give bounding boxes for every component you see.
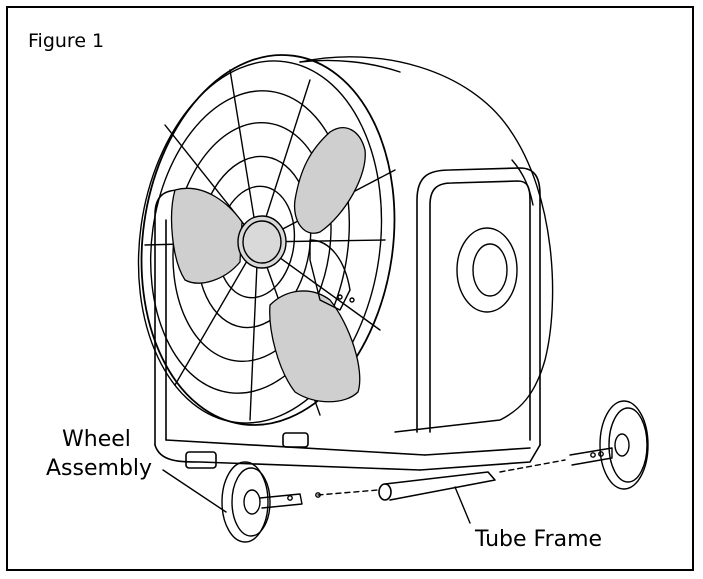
housing-drum <box>299 56 554 433</box>
fan-blades <box>170 127 366 403</box>
wheel-assembly-callout: Wheel Assembly <box>46 425 258 483</box>
wheel-label-line2: Assembly <box>46 456 153 481</box>
tube-frame <box>154 167 541 501</box>
tube-frame-callout: Tube Frame <box>475 527 603 552</box>
wheel-right <box>499 400 649 490</box>
figure-label: Figure 1 <box>28 30 105 52</box>
blade-left <box>170 187 243 284</box>
blade-lower <box>269 290 361 403</box>
wheel-leader <box>162 469 227 513</box>
blade-upper <box>293 127 366 234</box>
motor-cap <box>456 227 518 313</box>
wheel-left <box>221 461 379 543</box>
wheel-label-line1: Wheel <box>62 427 131 452</box>
tube-leader <box>454 486 471 524</box>
fan-hub <box>237 215 287 269</box>
